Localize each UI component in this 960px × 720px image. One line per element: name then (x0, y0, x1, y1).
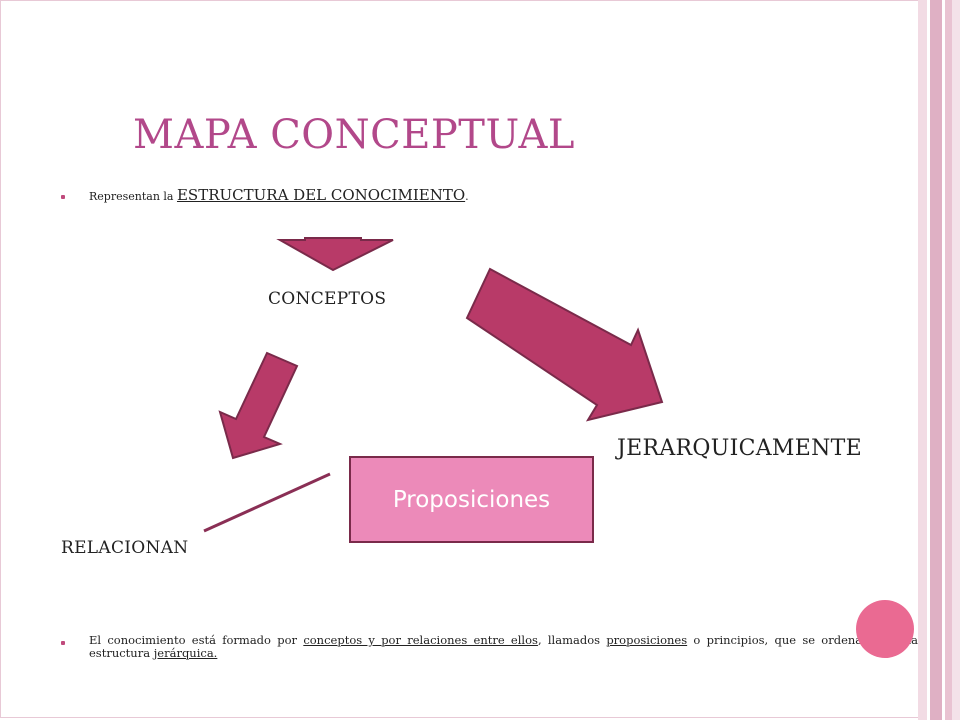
structure-emphasis: ESTRUCTURA DEL CONOCIMIENTO (176, 186, 466, 204)
side-stripes-decoration (918, 0, 960, 720)
node-conceptos: CONCEPTOS (268, 289, 387, 309)
definition-jerarquica: jerárquica. (153, 646, 218, 660)
bullet-marker (61, 641, 65, 645)
definition-paragraph: El conocimiento está formado por concept… (89, 634, 918, 660)
bullet-prefix: Representan la (89, 190, 177, 203)
bullet-suffix: . (465, 190, 469, 203)
bullet-structure-line: Representan la ESTRUCTURA DEL CONOCIMIEN… (89, 186, 469, 204)
arrow-to-relacionan (218, 351, 299, 460)
definition-proposiciones: proposiciones (606, 633, 688, 647)
decorative-circle (856, 600, 914, 658)
bullet-marker (61, 195, 65, 199)
definition-text-2: , llamados (537, 633, 607, 647)
definition-concepts: conceptos y por relaciones entre ellos (303, 633, 538, 647)
arrow-to-jerarquicamente (465, 267, 664, 422)
node-relacionan: RELACIONAN (61, 538, 189, 558)
down-arrow-to-conceptos (276, 237, 394, 272)
slide-title: MAPA CONCEPTUAL (133, 112, 575, 158)
proposiciones-label: Proposiciones (392, 486, 551, 513)
definition-text-1: El conocimiento está formado por (89, 633, 304, 647)
proposiciones-box: Proposiciones (349, 456, 594, 543)
connector-line (203, 472, 331, 533)
node-jerarquicamente: JERARQUICAMENTE (617, 436, 862, 461)
